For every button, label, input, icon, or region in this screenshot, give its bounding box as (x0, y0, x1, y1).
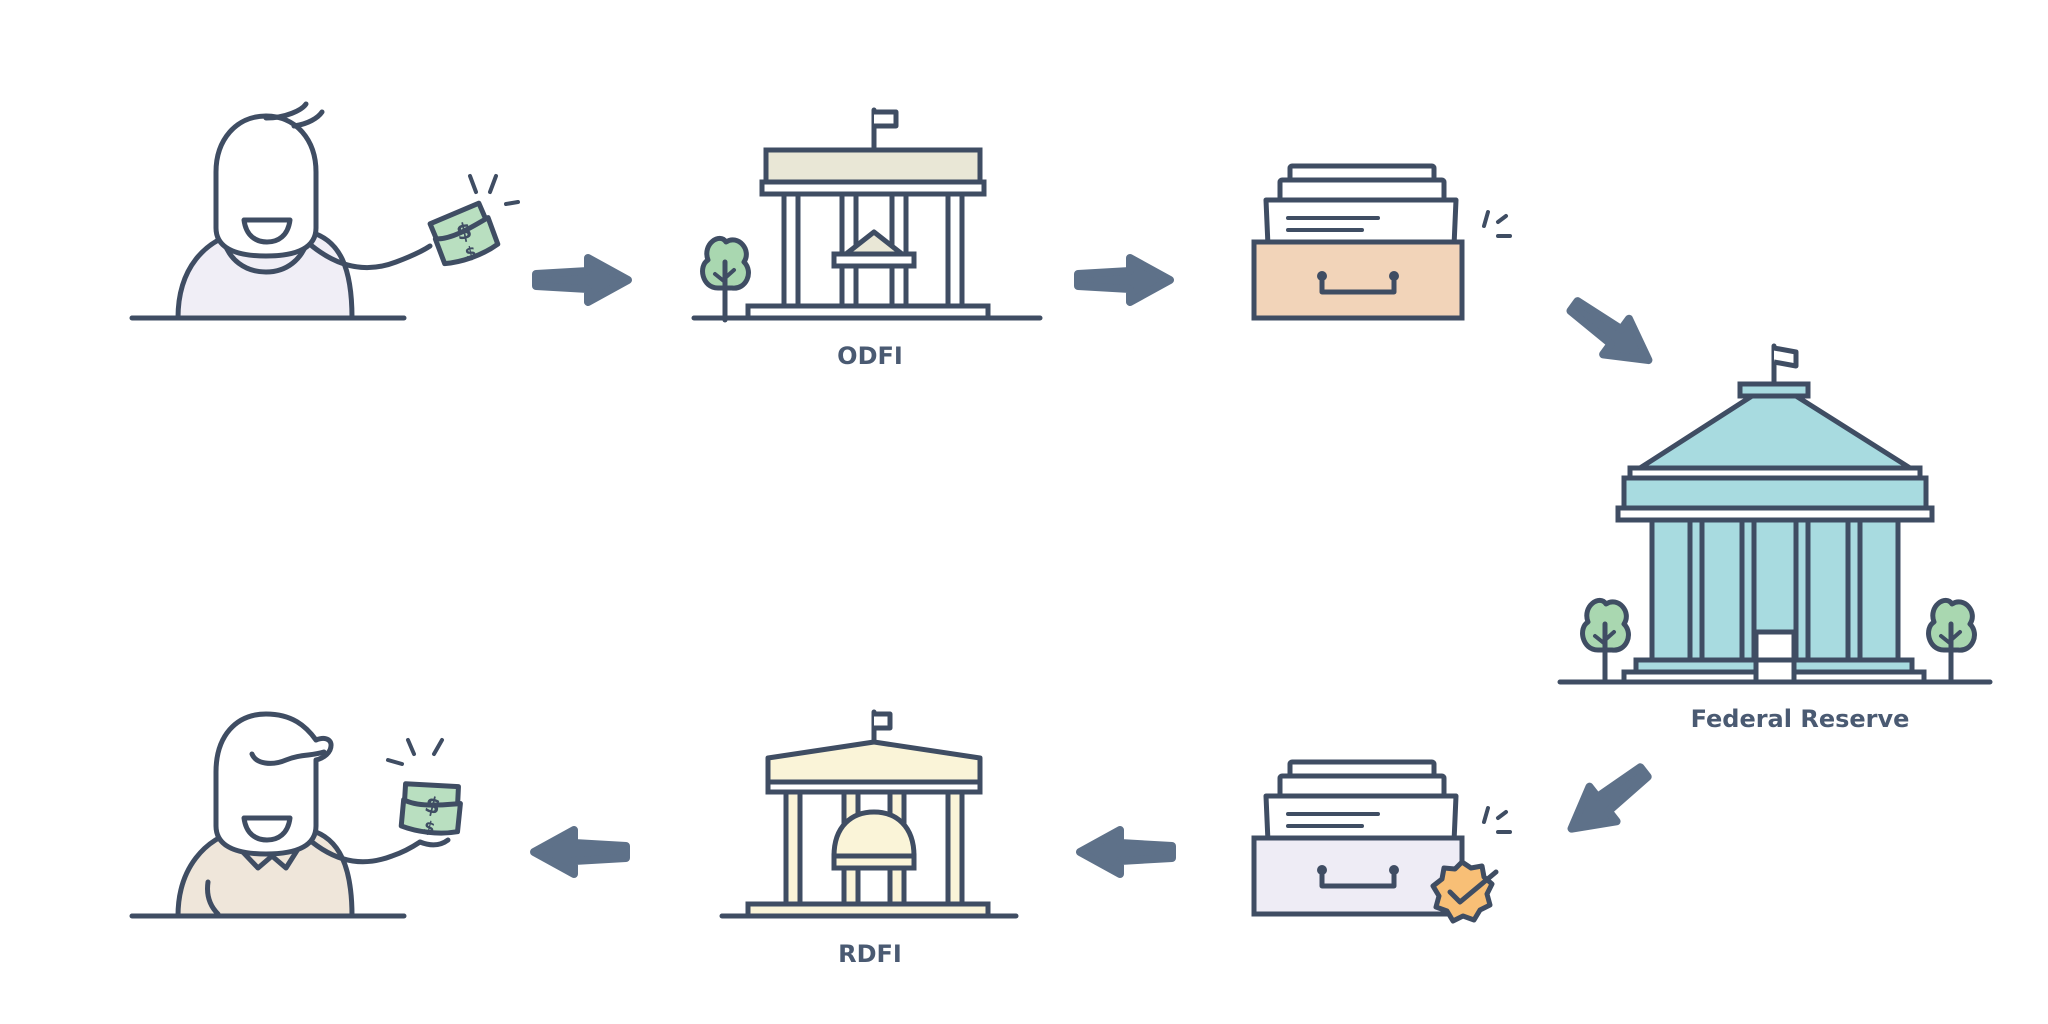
arrow-icon (1078, 258, 1170, 302)
rdfi-bank-icon (719, 709, 1019, 919)
receiver-person-icon (129, 711, 451, 919)
tree-icon (703, 238, 749, 320)
arrow-icon (1561, 288, 1661, 378)
approved-badge-icon (1430, 859, 1499, 924)
ach-file-drawer-icon (1251, 166, 1510, 321)
approved-file-drawer-icon (1251, 762, 1510, 917)
odfi-label: ODFI (837, 342, 903, 370)
money-bills-icon (394, 774, 468, 843)
money-sparkle-icon (386, 738, 444, 766)
tree-icon (1929, 600, 1975, 682)
money-sparkle-icon (468, 174, 520, 206)
federal-reserve-label: Federal Reserve (1690, 705, 1910, 733)
sender-person-icon (129, 101, 433, 321)
rdfi-label: RDFI (838, 940, 902, 968)
arrow-icon (534, 830, 626, 874)
arrow-icon (1080, 830, 1172, 874)
arrow-icon (536, 258, 628, 302)
arrow-icon (1558, 755, 1658, 846)
money-bills-icon (428, 201, 500, 269)
federal-reserve-bank-icon (1557, 343, 1993, 685)
odfi-bank-icon (691, 107, 1043, 321)
